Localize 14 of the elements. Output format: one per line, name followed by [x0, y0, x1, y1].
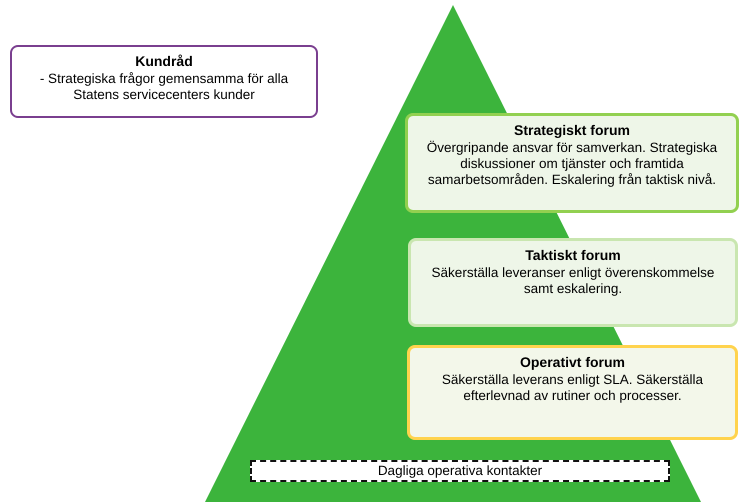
box-heading: Operativt forum	[518, 354, 626, 370]
forum-box	[407, 345, 738, 440]
box-description: Säkerställa leveranser enligt överenskommelse samt eskalering.	[430, 265, 716, 298]
box-heading: Taktiskt forum	[524, 247, 622, 263]
box-description: Övergripande ansvar för samverkan. Strategiska diskussioner om tjänster och framtida samarbetsområden. Eskalering från taktisk nivå.	[426, 140, 718, 189]
box-description: Säkerställa leverans enligt SLA. Säkerställa efterlevnad av rutiner och processer.	[440, 372, 704, 404]
council-box	[10, 45, 318, 118]
box-description: - Strategiska frågor gemensamma för alla Statens servicecenters kunder	[38, 71, 290, 104]
forum-box	[405, 113, 739, 213]
contacts-box	[250, 460, 670, 482]
forum-box	[408, 238, 738, 327]
box-text: Dagliga operativa kontakter	[376, 463, 544, 480]
box-heading: Strategiskt forum	[513, 122, 631, 138]
box-heading: Kundråd	[134, 53, 194, 69]
